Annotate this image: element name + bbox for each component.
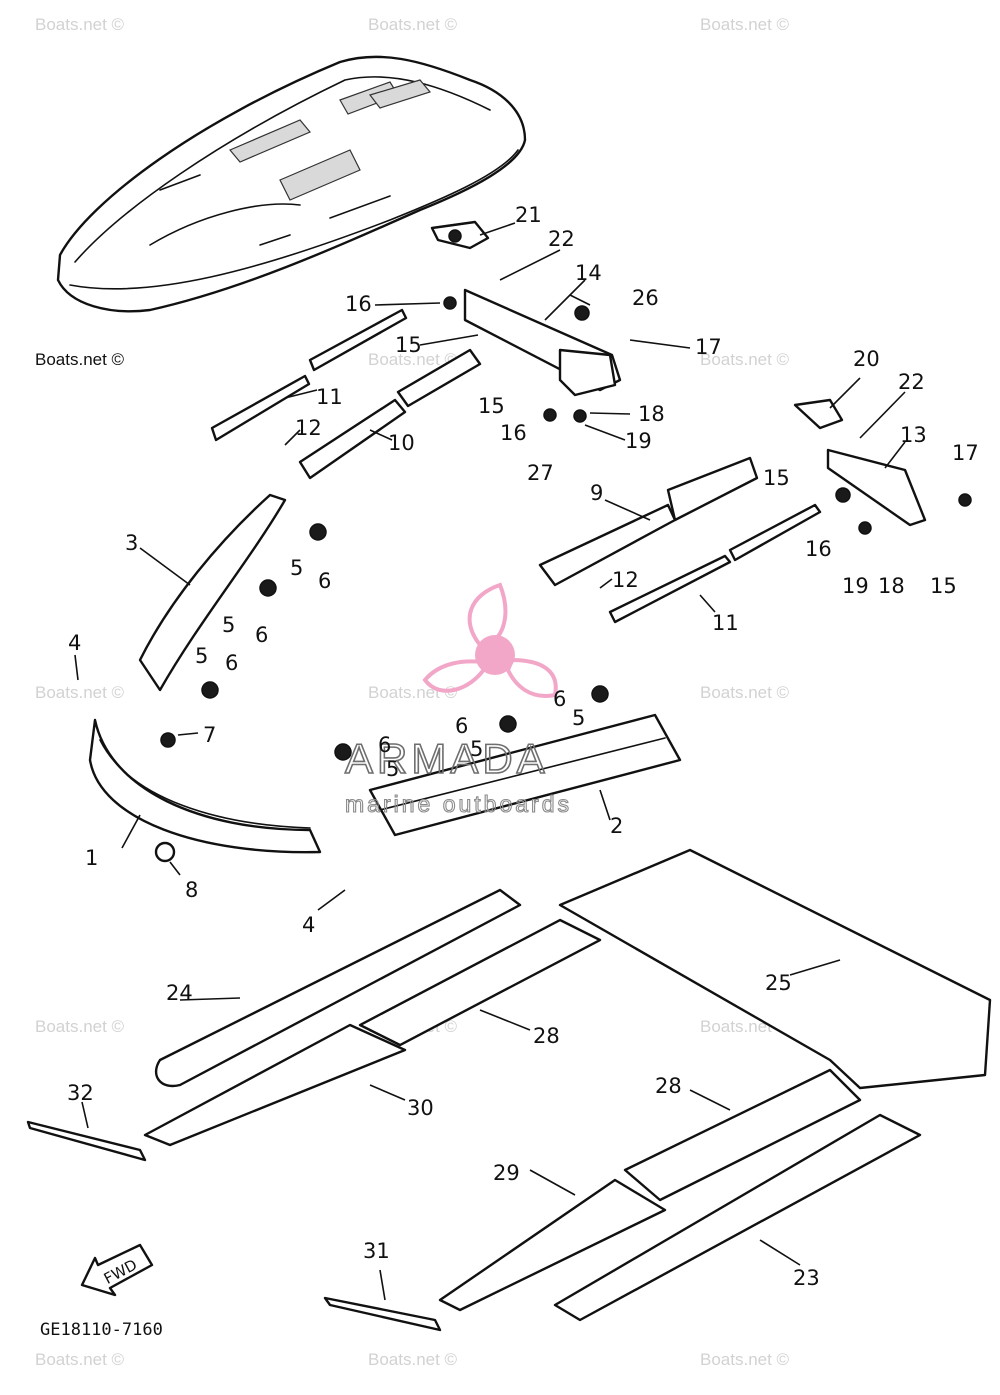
mat-part-28-upper xyxy=(358,918,602,1047)
callout-5: 5 xyxy=(470,737,483,761)
callout-12: 12 xyxy=(295,416,322,440)
callout-6: 6 xyxy=(553,687,566,711)
callout-5: 5 xyxy=(386,757,399,781)
callout-9: 9 xyxy=(590,481,603,505)
leader-lines xyxy=(74,222,906,1301)
watermark: Boats.net © xyxy=(35,15,125,34)
rail-part-11-left xyxy=(210,308,408,442)
callout-2: 2 xyxy=(610,814,623,838)
callout-18: 18 xyxy=(878,574,905,598)
callout-6: 6 xyxy=(255,623,268,647)
bracket-part-14 xyxy=(430,220,622,397)
callout-28: 28 xyxy=(655,1074,682,1098)
callout-6: 6 xyxy=(318,569,331,593)
brand-name: ARMADA xyxy=(345,735,549,782)
watermark: Boats.net © xyxy=(700,683,790,702)
watermark: Boats.net © xyxy=(35,1350,125,1369)
callouts: 1 2 3 4 4 5 5 5 5 5 5 6 6 6 6 6 6 7 8 9 … xyxy=(67,203,979,1290)
bumper-part-2 xyxy=(368,713,682,837)
callout-27: 27 xyxy=(527,461,554,485)
callout-22: 22 xyxy=(898,370,925,394)
strip-part-32 xyxy=(26,1120,147,1162)
callout-14: 14 xyxy=(575,261,602,285)
callout-13: 13 xyxy=(900,423,927,447)
gunwale-part-3 xyxy=(138,493,287,692)
mat-part-28-lower xyxy=(623,1068,862,1202)
callout-5: 5 xyxy=(290,556,303,580)
callout-19: 19 xyxy=(842,574,869,598)
callout-16: 16 xyxy=(805,537,832,561)
watermark: Boats.net © xyxy=(700,350,790,369)
bumper-part-1 xyxy=(88,718,322,854)
callout-17: 17 xyxy=(952,441,979,465)
callout-4: 4 xyxy=(68,631,81,655)
callout-32: 32 xyxy=(67,1081,94,1105)
armada-logo xyxy=(422,582,558,698)
callout-11: 11 xyxy=(712,611,739,635)
rail-part-10 xyxy=(298,348,482,480)
hardware xyxy=(154,296,972,863)
diagram-code: GE18110-7160 xyxy=(40,1320,163,1340)
callout-1: 1 xyxy=(85,846,98,870)
callout-15: 15 xyxy=(930,574,957,598)
callout-6: 6 xyxy=(225,651,238,675)
callout-6: 6 xyxy=(455,714,468,738)
callout-28: 28 xyxy=(533,1024,560,1048)
callout-17: 17 xyxy=(695,335,722,359)
watermark: Boats.net © xyxy=(700,15,790,34)
watermark: Boats.net © xyxy=(700,1350,790,1369)
callout-16: 16 xyxy=(500,421,527,445)
watermark: Boats.net © xyxy=(368,350,458,369)
callout-15: 15 xyxy=(763,466,790,490)
callout-7: 7 xyxy=(203,723,216,747)
callout-11: 11 xyxy=(316,385,343,409)
callout-25: 25 xyxy=(765,971,792,995)
callout-24: 24 xyxy=(166,981,193,1005)
mat-part-25 xyxy=(558,848,992,1090)
callout-5: 5 xyxy=(195,644,208,668)
callout-30: 30 xyxy=(407,1096,434,1120)
fwd-arrow-icon: FWD xyxy=(80,1243,154,1297)
callout-20: 20 xyxy=(853,347,880,371)
callout-6: 6 xyxy=(378,733,391,757)
callout-22: 22 xyxy=(548,227,575,251)
callout-18: 18 xyxy=(638,402,665,426)
callout-8: 8 xyxy=(185,878,198,902)
callout-5: 5 xyxy=(222,613,235,637)
callout-31: 31 xyxy=(363,1239,390,1263)
watermark: Boats.net © xyxy=(35,683,125,702)
callout-3: 3 xyxy=(125,531,138,555)
watermark: Boats.net © xyxy=(368,1350,458,1369)
mat-part-24 xyxy=(154,888,522,1088)
callout-16: 16 xyxy=(345,292,372,316)
brand-tagline: marine outboards xyxy=(345,791,572,817)
watermark: Boats.net © xyxy=(35,350,125,369)
callout-23: 23 xyxy=(793,1266,820,1290)
callout-15: 15 xyxy=(478,394,505,418)
strip-part-31 xyxy=(323,1296,442,1332)
hull-illustration xyxy=(56,55,527,313)
watermark: Boats.net © xyxy=(368,15,458,34)
callout-21: 21 xyxy=(515,203,542,227)
callout-12: 12 xyxy=(612,568,639,592)
rail-part-9 xyxy=(538,456,759,587)
mat-part-23 xyxy=(553,1113,922,1322)
callout-4: 4 xyxy=(302,913,315,937)
rail-part-11-right xyxy=(608,503,822,624)
callout-26: 26 xyxy=(632,286,659,310)
mat-part-30 xyxy=(143,1023,407,1147)
watermark: Boats.net © xyxy=(35,1017,125,1036)
callout-5: 5 xyxy=(572,706,585,730)
callout-29: 29 xyxy=(493,1161,520,1185)
mat-part-29 xyxy=(438,1178,667,1312)
callout-10: 10 xyxy=(388,431,415,455)
callout-15: 15 xyxy=(395,333,422,357)
callout-19: 19 xyxy=(625,429,652,453)
